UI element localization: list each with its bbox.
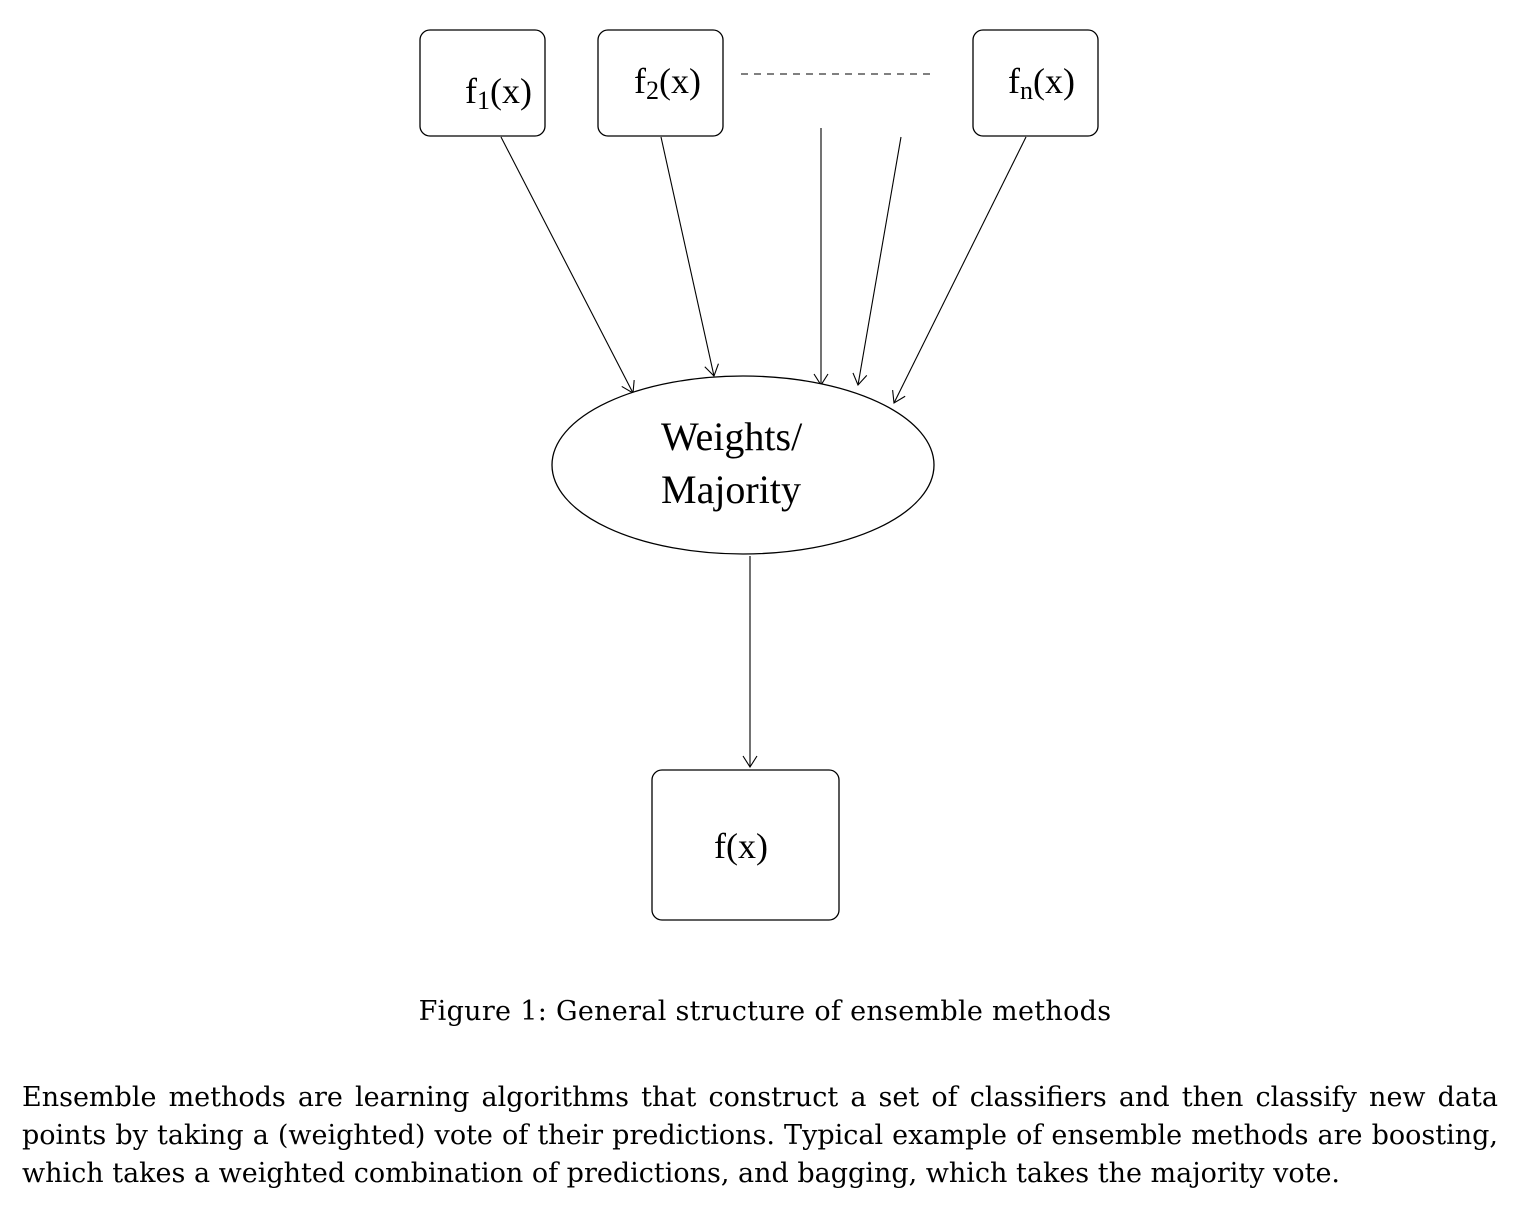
combiner-label-line2: Majority <box>661 467 801 512</box>
output-node: f(x) <box>651 769 840 921</box>
combiner-node: Weights/ Majority <box>551 375 935 555</box>
input-node-f2: f2(x) <box>597 29 724 137</box>
ensemble-diagram: f1(x) f2(x) fn(x) Weights/ Majority f(x) <box>419 29 1099 921</box>
combiner-label-line1: Weights/ <box>661 414 803 459</box>
output-node-label: f(x) <box>714 826 768 866</box>
input-node-f1-label: f1(x) <box>465 71 532 115</box>
arrow-f1-to-combiner <box>500 136 635 394</box>
input-node-fn: fn(x) <box>972 29 1099 137</box>
input-node-f2-label: f2(x) <box>634 61 701 105</box>
body-paragraph: Ensemble methods are learning algorithms… <box>22 1082 1498 1189</box>
input-node-f1: f1(x) <box>419 29 546 137</box>
input-node-fn-label: fn(x) <box>1008 61 1075 105</box>
arrow-fn-to-combiner <box>892 136 1027 404</box>
arrow-f2-to-combiner <box>660 136 719 378</box>
figure-caption: Figure 1: General structure of ensemble … <box>418 996 1112 1027</box>
arrow-unnamed-2-to-combiner <box>852 136 902 387</box>
